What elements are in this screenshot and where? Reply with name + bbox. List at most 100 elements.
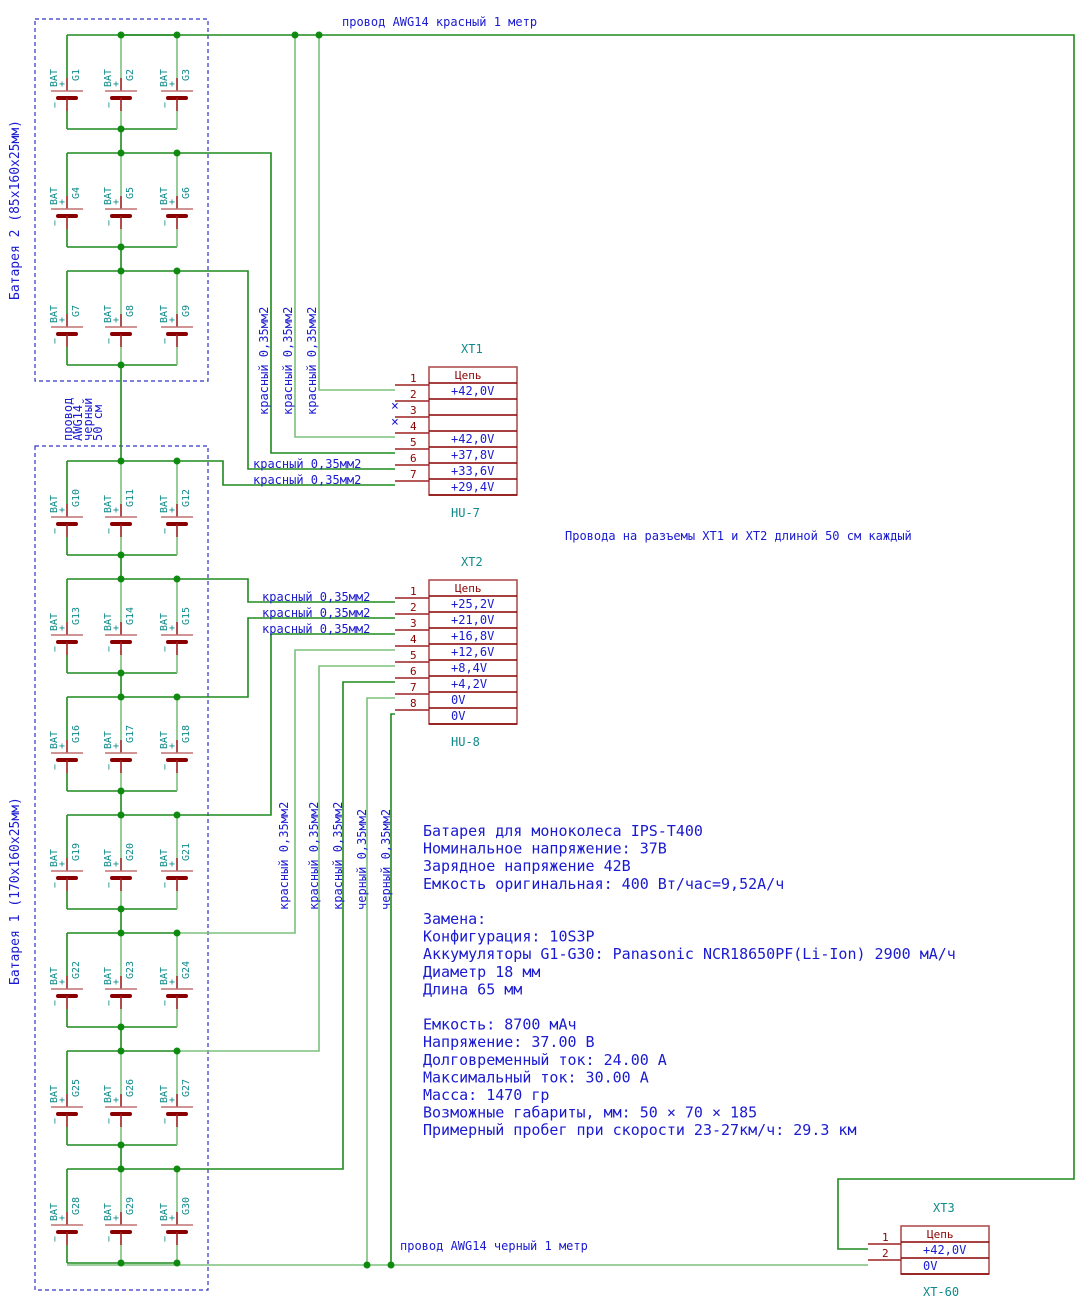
battery-cell: BAT+−G22 [49, 961, 83, 1009]
wire-label-red: красный 0,35мм2 [253, 473, 361, 487]
cell-type-label: BAT [159, 69, 170, 87]
battery-cell: BAT+−G27 [159, 1079, 193, 1127]
junction-dot [117, 811, 125, 819]
junction-dot [173, 1165, 181, 1173]
cell-ref: G12 [181, 489, 192, 507]
battery-cell: BAT+−G10 [49, 489, 83, 537]
cell-minus-sign: − [104, 1118, 115, 1124]
junction-dot [117, 905, 125, 913]
wire [177, 649, 395, 934]
cell-plus-sign: + [113, 859, 119, 870]
pin-net-label: +29,4V [451, 480, 494, 494]
pin-number: 6 [410, 665, 417, 678]
cell-ref: G21 [181, 843, 192, 861]
cell-type-label: BAT [49, 1085, 60, 1103]
cell-plus-sign: + [113, 741, 119, 752]
junction-dot [117, 267, 125, 275]
junction-dot [173, 267, 181, 275]
pin-net-label: +42,0V [451, 384, 494, 398]
junction-dot [117, 575, 125, 583]
junction-dot [291, 31, 299, 39]
wire-label-red: красный 0,35мм2 [262, 606, 370, 620]
cell-ref: G23 [125, 961, 136, 979]
cell-minus-sign: − [50, 338, 61, 344]
wire [177, 617, 395, 698]
no-connect-marker: × [391, 415, 399, 430]
cell-ref: G22 [71, 961, 82, 979]
junction-dot [173, 457, 181, 465]
xt2-connector: XT2Цепь1+25,2V2+21,0V3+16,8V4+12,6V5+8,4… [395, 555, 518, 749]
cell-minus-sign: − [160, 338, 171, 344]
wire [318, 35, 395, 391]
cell-minus-sign: − [160, 528, 171, 534]
pin-net-label: 0V [451, 693, 465, 707]
spec-note-line: Масса: 1470 гр [423, 1086, 549, 1104]
cell-ref: G10 [71, 489, 82, 507]
spec-note-line: Аккумуляторы G1-G30: Panasonic NCR18650P… [423, 945, 956, 963]
junction-dot [117, 1047, 125, 1055]
bottom-wire-label: провод AWG14 черный 1 метр [400, 1239, 588, 1253]
battery-cell: BAT+−G7 [49, 305, 83, 347]
top-wire-label: провод AWG14 красный 1 метр [342, 15, 537, 29]
pin-number: 4 [410, 633, 417, 646]
battery-cell: BAT+−G19 [49, 843, 83, 891]
pin-number: 4 [410, 420, 417, 433]
battery1-label: Батарея 1 (170x160x25мм) [8, 797, 23, 985]
cell-plus-sign: + [169, 505, 175, 516]
cell-minus-sign: − [104, 338, 115, 344]
junction-dot [117, 125, 125, 133]
battery-cell: BAT+−G28 [49, 1197, 83, 1245]
spec-note-line: Длина 65 мм [423, 980, 522, 998]
cell-type-label: BAT [159, 613, 170, 631]
pin-net-label: +42,0V [923, 1243, 966, 1257]
xt3-ref: XT3 [933, 1201, 955, 1215]
cell-plus-sign: + [169, 977, 175, 988]
cell-type-label: BAT [103, 967, 114, 985]
link-wire-label: AWG14 [71, 405, 85, 441]
spec-note-line: Примерный пробег при скорости 23-27км/ч:… [423, 1121, 856, 1139]
cell-plus-sign: + [169, 859, 175, 870]
junction-dot [173, 575, 181, 583]
cell-minus-sign: − [50, 220, 61, 226]
pin-number: 5 [410, 436, 417, 449]
cell-ref: G26 [125, 1079, 136, 1097]
wire [177, 152, 395, 454]
battery-cell: BAT+−G20 [103, 843, 137, 891]
xt2-type: HU-8 [451, 735, 480, 749]
battery-cell: BAT+−G29 [103, 1197, 137, 1245]
cell-type-label: BAT [103, 613, 114, 631]
battery-cell: BAT+−G8 [103, 305, 137, 347]
pin-number: 2 [882, 1247, 889, 1260]
cell-plus-sign: + [113, 1213, 119, 1224]
cell-ref: G11 [125, 489, 136, 507]
junction-dot [173, 1259, 181, 1267]
spec-note-line: Долговременный ток: 24.00 А [423, 1051, 667, 1069]
wire-label-red: красный 0,35мм2 [307, 802, 321, 910]
cell-minus-sign: − [160, 102, 171, 108]
battery-cell: BAT+−G1 [49, 69, 83, 111]
pin-net-label: +37,8V [451, 448, 494, 462]
cell-type-label: BAT [103, 495, 114, 513]
battery-cell: BAT+−G17 [103, 725, 137, 773]
cell-type-label: BAT [103, 187, 114, 205]
wire [294, 35, 395, 438]
battery-cell: BAT+−G6 [159, 187, 193, 229]
cell-minus-sign: − [104, 1000, 115, 1006]
pin-number: 2 [410, 388, 417, 401]
cell-type-label: BAT [49, 305, 60, 323]
cell-minus-sign: − [50, 764, 61, 770]
battery-cell: BAT+−G25 [49, 1079, 83, 1127]
battery-cell: BAT+−G12 [159, 489, 193, 537]
cell-type-label: BAT [159, 967, 170, 985]
wire [177, 681, 395, 1170]
cell-type-label: BAT [103, 1203, 114, 1221]
cell-plus-sign: + [59, 623, 65, 634]
cell-plus-sign: + [113, 1095, 119, 1106]
wire-label-red: красный 0,35мм2 [277, 802, 291, 910]
cell-minus-sign: − [160, 882, 171, 888]
battery-cell: BAT+−G11 [103, 489, 137, 537]
wire-label-red: красный 0,35мм2 [257, 307, 271, 415]
cell-plus-sign: + [113, 505, 119, 516]
battery-cell: BAT+−G5 [103, 187, 137, 229]
pin-number: 2 [410, 601, 417, 614]
